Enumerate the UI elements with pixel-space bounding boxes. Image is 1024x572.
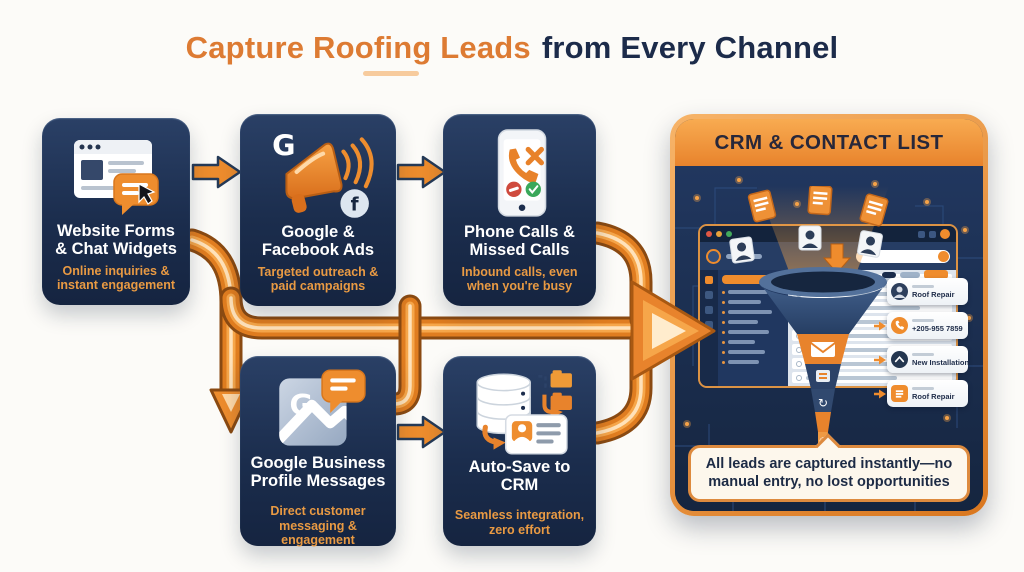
channel-box-auto-save-crm: Auto-Save to CRM Seamless integration, z…: [443, 356, 596, 546]
window-icon-rail: [700, 270, 718, 386]
contact-card-label: New Installation: [912, 357, 970, 367]
facebook-letter: f: [351, 195, 360, 216]
contact-card-label: +205-955 7859: [912, 323, 963, 333]
contact-card-label: Roof Repair: [912, 391, 955, 401]
incoming-lead-documents: [747, 186, 889, 227]
arrow-gbp-to-autosave: [396, 415, 447, 449]
channel-subtitle: Online inquiries & instant engagement: [56, 263, 176, 293]
card-caption-placeholder: [912, 386, 934, 390]
channel-title: Google Business Profile Messages: [250, 454, 386, 491]
arrow-ads-to-phone: [396, 155, 447, 189]
browser-chat-widget-icon: [50, 130, 182, 222]
google-letter: G: [272, 130, 295, 163]
profile-avatar: [706, 248, 721, 264]
minimize-icon: [716, 231, 722, 237]
filter-pill: [882, 271, 896, 278]
title-highlight: Capture Roofing Leads: [185, 30, 531, 65]
contact-card: +205-955 7859: [874, 312, 968, 339]
channel-box-google-facebook-ads: G f Google & Facebook Ads Targeted outre…: [240, 114, 396, 306]
refresh-icon: ↻: [818, 396, 828, 410]
document-icon: [891, 385, 908, 402]
user-avatar: [940, 229, 950, 239]
incoming-lead-avatars: [729, 225, 883, 264]
contact-card-label: Roof Repair: [912, 289, 955, 299]
channel-subtitle: Seamless integration, zero effort: [454, 507, 585, 537]
phone-missed-call-icon: [451, 126, 588, 223]
megaphone-ads-icon: G f: [248, 126, 388, 223]
page-title: Capture Roofing Leads from Every Channel: [0, 30, 1024, 66]
channel-box-phone-calls: Phone Calls & Missed Calls Inbound calls…: [443, 114, 596, 306]
close-icon: [706, 231, 712, 237]
funnel-to-card-arrow-icon: [874, 321, 886, 331]
home-icon: [705, 276, 713, 284]
google-business-message-icon: G: [248, 368, 388, 454]
funnel-inflow-arrow-icon: [822, 243, 852, 274]
channel-subtitle: Inbound calls, even when you're busy: [461, 264, 578, 294]
funnel-body: ↻ ✆: [759, 267, 887, 449]
crm-panel: CRM & CONTACT LIST: [670, 114, 988, 516]
crm-panel-title: CRM & CONTACT LIST: [675, 119, 983, 166]
person-avatar-icon: [891, 283, 908, 300]
search-icon: [938, 250, 949, 262]
pipe-phone-branch: [597, 233, 641, 320]
channel-subtitle: Targeted outreach & paid campaigns: [257, 264, 379, 294]
phone-icon: [891, 317, 908, 334]
contact-card: Roof Repair: [887, 278, 968, 305]
callout-bubble: All leads are captured instantly—no manu…: [688, 433, 970, 502]
card-caption-placeholder: [912, 352, 934, 356]
funnel-to-card-arrow-icon: [874, 389, 886, 399]
channel-title: Google & Facebook Ads: [261, 222, 375, 260]
pipe-google-ads-branch: [394, 306, 410, 404]
channel-box-website-forms: Website Forms & Chat Widgets Online inqu…: [42, 118, 190, 305]
channel-title: Auto-Save to CRM: [468, 458, 571, 495]
grid-icon: [929, 230, 936, 238]
contacts-icon: [705, 291, 713, 299]
pipe-autosave-branch: [597, 340, 641, 433]
funnel-to-card-arrow-icon: [874, 355, 886, 365]
callout-text: All leads are captured instantly—no manu…: [705, 455, 953, 490]
card-caption-placeholder: [912, 318, 934, 322]
bell-icon: [918, 230, 925, 238]
primary-action-button: [924, 270, 948, 279]
channel-title: Website Forms & Chat Widgets: [55, 221, 177, 259]
contact-card-list: Roof Repair +205-955 7859: [874, 278, 970, 407]
contact-card: New Installation: [874, 346, 970, 373]
channel-box-google-business: G Google Business Profile Messages Direc…: [240, 356, 396, 548]
sort-pill: [900, 271, 920, 278]
card-caption-placeholder: [912, 284, 934, 288]
arrow-website-to-ads: [191, 155, 242, 189]
database-autosave-icon: [451, 368, 588, 458]
title-rest: from Every Channel: [541, 30, 839, 65]
maximize-icon: [726, 231, 732, 237]
crm-panel-body: ↻ ✆ Roof Repair: [675, 166, 983, 511]
sidebar-active-item: [722, 275, 774, 284]
toolbar-buttons: [882, 270, 948, 279]
inbox-icon: [705, 306, 713, 314]
channel-subtitle: Direct customer messaging & engagement: [270, 503, 366, 548]
title-underline: [363, 71, 419, 76]
channel-title: Phone Calls & Missed Calls: [464, 222, 575, 260]
contact-card: Roof Repair: [874, 380, 968, 407]
settings-icon: [705, 321, 713, 329]
roof-icon: [891, 351, 908, 368]
pipe-website-branch: [192, 240, 231, 392]
